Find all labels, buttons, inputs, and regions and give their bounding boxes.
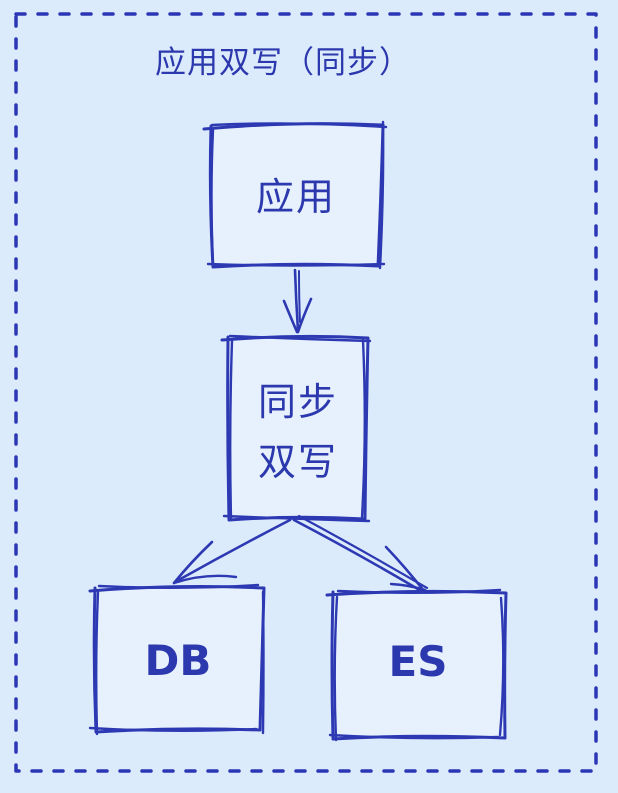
arrowhead-swoosh (172, 574, 238, 585)
arrow-sync-to-es (292, 514, 429, 594)
app-box-fill (212, 125, 382, 267)
node-db: DB (88, 583, 266, 736)
arrowhead-down-icon (282, 297, 313, 334)
arrow-shaft (293, 268, 300, 333)
arrow-shaft-sketch (298, 270, 301, 323)
app-box-outline-sketch (206, 120, 388, 270)
sync-box-fill (229, 337, 366, 519)
diagram-title: 应用双写（同步） (155, 45, 411, 81)
node-app: 应用 (202, 120, 388, 270)
es-label: ES (389, 637, 448, 686)
arrow-sync-to-db (172, 518, 292, 585)
sync-label-line2: 双写 (258, 440, 338, 484)
es-box-fill (333, 593, 504, 737)
arrow-shaft (292, 518, 425, 594)
db-box-fill (95, 587, 262, 731)
app-label: 应用 (256, 175, 336, 219)
arrow-shaft-sketch (297, 514, 429, 590)
arrowhead-swoosh (389, 582, 427, 592)
dashed-border (14, 12, 598, 773)
sync-label-line1: 同步 (258, 380, 338, 424)
arrow-shaft (173, 518, 292, 584)
sync-box-outline-sketch (222, 334, 372, 523)
es-box-outline-sketch (328, 588, 505, 742)
node-sync: 同步 双写 (220, 334, 372, 523)
sync-box-outline (220, 334, 370, 522)
arrow-app-to-sync (282, 268, 313, 334)
db-label: DB (145, 636, 212, 685)
node-es: ES (325, 588, 508, 742)
arrowhead-barb (384, 545, 426, 593)
arrowhead-barb (172, 540, 214, 585)
db-box-outline-sketch (88, 583, 265, 736)
